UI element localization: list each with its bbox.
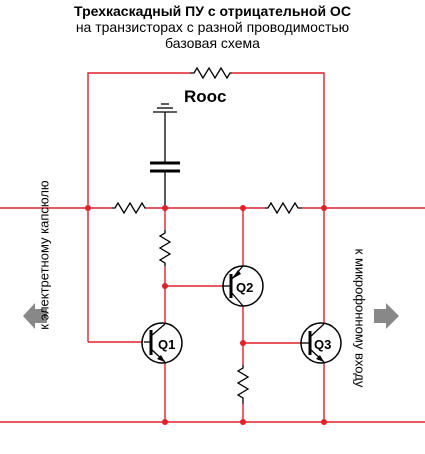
arrow-right-icon [374,303,399,329]
title-line-1: Трехкаскадный ПУ с отрицательной ОС [74,3,351,19]
label-left-side: к электретному капсюлю [36,180,52,330]
capacitor [150,161,180,173]
label-q3: Q3 [314,337,331,352]
resistor-left [112,201,146,215]
resistor-vertical-bottom [236,365,250,404]
label-rooc: Rooc [184,87,227,106]
transistor-q3: Q3 [300,322,342,364]
feedback-loop-wire [87,72,325,342]
junction-dots [85,205,327,425]
label-q2: Q2 [236,280,253,295]
label-right-side: к микрофонному входу [352,248,368,388]
transistor-q1: Q1 [141,322,183,364]
title-line-2: на транзисторах с разной проводимостью [75,19,350,35]
arrow-left-icon [23,303,47,329]
label-q1: Q1 [158,337,175,352]
transistor-q2: Q2 [222,265,264,307]
resistor-right [265,201,302,215]
title-line-3: базовая схема [165,35,260,51]
resistor-rooc [190,66,232,80]
ground-icon [153,103,177,122]
resistor-vertical-top [158,230,172,266]
